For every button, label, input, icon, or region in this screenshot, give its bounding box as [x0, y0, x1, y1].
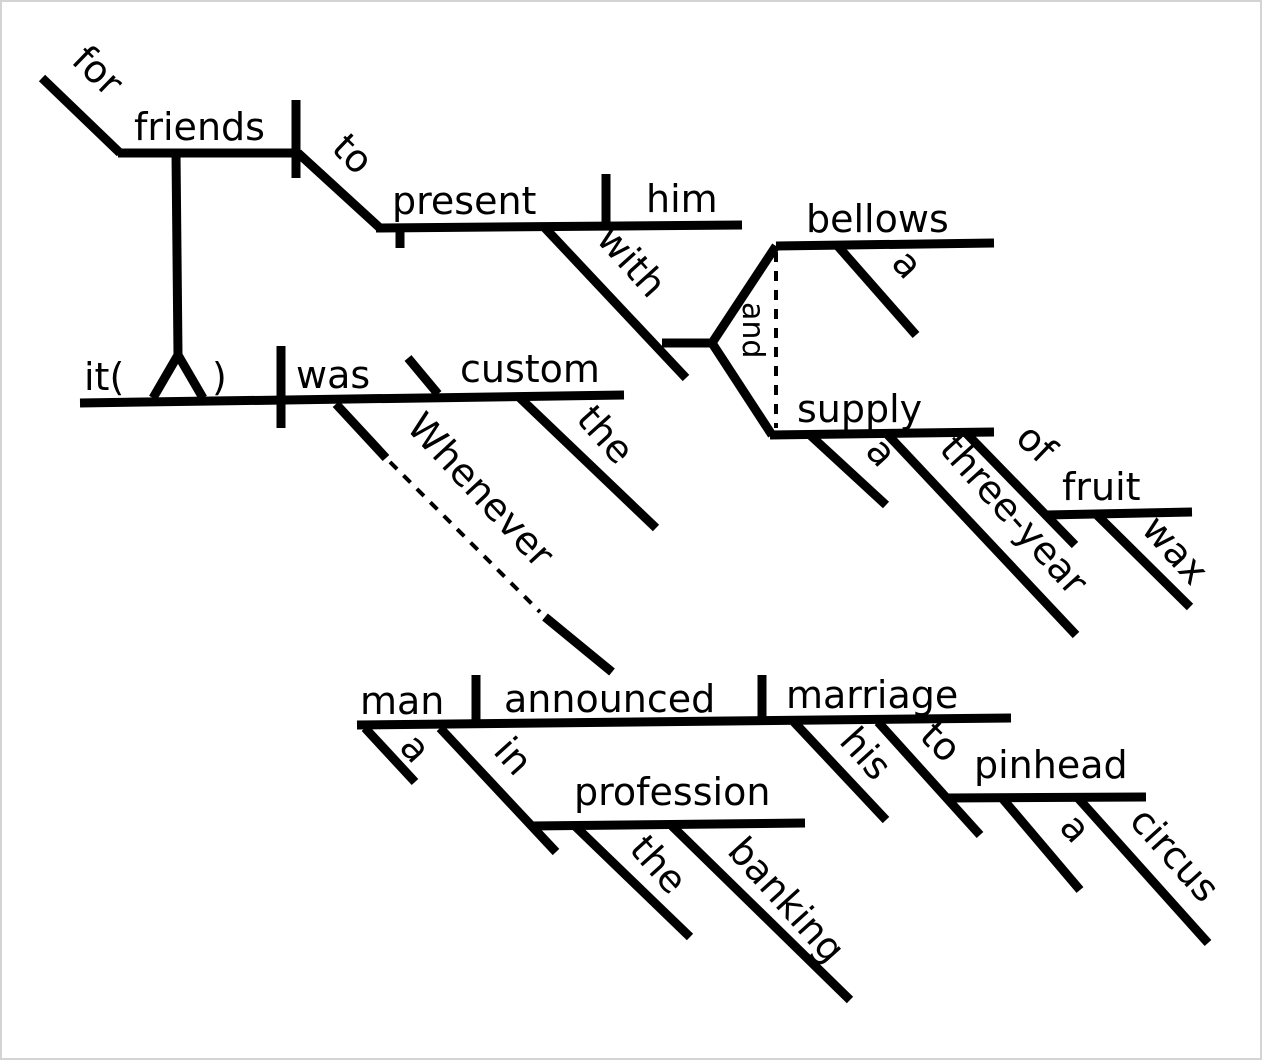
bellows-baseline: [775, 238, 995, 251]
fork-lower-line: [708, 340, 776, 438]
three-year-slant: [884, 431, 1080, 639]
a-bellows-slant: [832, 241, 920, 338]
to-slant-line: [294, 149, 384, 232]
in-slant-line: [436, 724, 560, 856]
word-bellows: bellows: [806, 197, 949, 241]
word-wax: wax: [1133, 507, 1217, 594]
word-supply: supply: [797, 387, 922, 431]
wax-slant-line: [1092, 510, 1194, 611]
word-close-paren: ): [212, 355, 227, 399]
fork-upper-line: [708, 243, 780, 346]
pedestal-stem: [171, 152, 183, 356]
word-for: for: [64, 37, 132, 105]
word-announced: announced: [504, 677, 715, 721]
word-present: present: [392, 179, 536, 223]
word-in: in: [485, 729, 541, 784]
word-fruit: fruit: [1062, 465, 1141, 509]
word-whenever: Whenever: [398, 404, 563, 576]
for-slant-line: [38, 74, 124, 157]
word-it: it(: [84, 355, 124, 399]
whenever-dashed-line: [388, 460, 542, 614]
word-banking: banking: [719, 829, 854, 972]
a-pinhead-slant: [998, 795, 1084, 893]
word-friends: friends: [134, 105, 265, 149]
word-custom: custom: [460, 347, 600, 391]
word-marriage: marriage: [786, 673, 958, 717]
whenever-connector-top: [332, 400, 390, 462]
fruit-baseline: [1045, 507, 1193, 520]
banking-slant-line: [668, 822, 854, 1004]
present-baseline: [375, 220, 743, 233]
to-marriage-slant: [874, 718, 984, 839]
word-profession: profession: [574, 770, 770, 814]
word-of: of: [1008, 415, 1066, 473]
pedestal-left-leg: [149, 352, 182, 401]
with-slant-line: [541, 224, 690, 382]
word-him: him: [646, 177, 718, 221]
word-to: to: [324, 125, 382, 183]
word-was: was: [296, 353, 370, 397]
circus-slant-line: [1074, 794, 1212, 947]
of-slant-line: [962, 429, 1079, 549]
was-complement-divider: [404, 355, 442, 397]
his-slant-line: [790, 718, 890, 824]
word-and: and: [735, 302, 770, 358]
whenever-connector-bottom: [542, 613, 615, 676]
pinhead-baseline: [945, 792, 1147, 803]
subordinate-baseline: [356, 713, 1012, 730]
word-man: man: [360, 679, 444, 723]
word-pinhead: pinhead: [974, 743, 1128, 787]
the-profession-slant: [571, 822, 694, 941]
a-supply-slant: [806, 431, 890, 509]
pedestal-right-leg: [174, 352, 207, 401]
profession-baseline: [529, 818, 806, 831]
main-baseline: [79, 390, 625, 408]
supply-baseline: [769, 427, 995, 440]
the-custom-slant: [516, 394, 660, 532]
word-circus: circus: [1121, 799, 1228, 911]
a-man-slant: [361, 724, 419, 786]
